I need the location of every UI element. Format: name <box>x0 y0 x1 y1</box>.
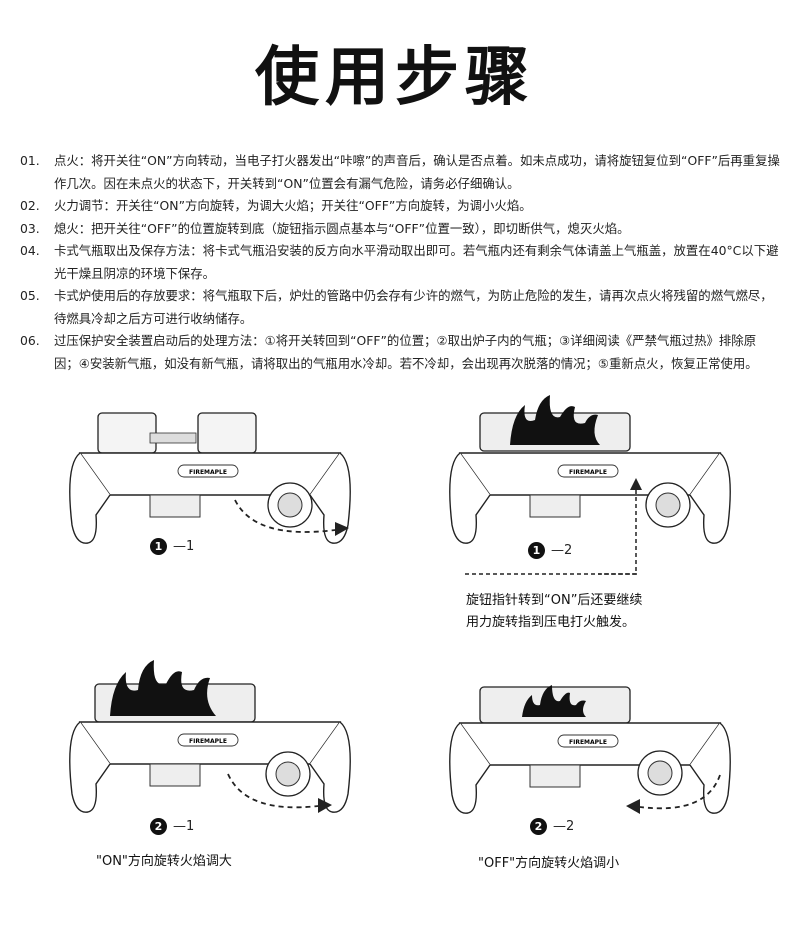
stove-figure-1-2: FIREMAPLE <box>440 395 740 565</box>
step-number: 04. <box>20 243 40 258</box>
figure-label-1-2: 1 —2 <box>528 542 572 559</box>
rotate-arrow-icon <box>227 773 332 813</box>
stove-figure-2-2: FIREMAPLE <box>440 665 740 825</box>
ignition-note-line: 用力旋转指到压电打火触发。 <box>466 615 636 630</box>
brand-logo: FIREMAPLE <box>189 469 227 476</box>
step-text: 过压保护安全装置启动后的处理方法：①将开关转回到“OFF”的位置；②取出炉子内的… <box>54 333 758 371</box>
step-1: 01. 点火：将开关往“ON”方向转动，当电子打火器发出“咔嚓”的声音后，确认是否… <box>20 150 780 195</box>
brand-logo: FIREMAPLE <box>189 738 227 745</box>
caption-increase: "ON"方向旋转火焰调大 <box>96 854 232 869</box>
step-number: 03. <box>20 220 40 236</box>
rotate-arrow-icon <box>234 499 349 536</box>
brand-logo: FIREMAPLE <box>569 469 607 476</box>
stove-illustration: FIREMAPLE <box>449 685 731 814</box>
ignition-note: 旋钮指针转到“ON”后还要继续 用力旋转指到压电打火触发。 <box>466 590 642 634</box>
flame-icon <box>522 685 586 717</box>
step-text: 点火：将开关往“ON”方向转动，当电子打火器发出“咔嚓”的声音后，确认是否点着。… <box>54 153 780 191</box>
caption-decrease: "OFF"方向旋转火焰调小 <box>478 856 620 871</box>
step-text: 卡式炉使用后的存放要求：将气瓶取下后，炉灶的管路中仍会存有少许的燃气，为防止危险… <box>54 288 773 326</box>
figure-suffix: —2 <box>553 819 575 834</box>
pointer-line <box>465 573 637 575</box>
brand-logo: FIREMAPLE <box>569 739 607 746</box>
stove-illustration: FIREMAPLE <box>449 395 731 544</box>
flame-icon <box>510 395 600 445</box>
step-badge: 1 <box>528 542 545 559</box>
step-number: 05. <box>20 288 40 303</box>
rotate-arrow-icon <box>626 774 721 814</box>
instruction-list: 01. 点火：将开关往“ON”方向转动，当电子打火器发出“咔嚓”的声音后，确认是否… <box>20 150 780 375</box>
step-badge: 2 <box>530 818 547 835</box>
step-text: 卡式气瓶取出及保存方法：将卡式气瓶沿安装的反方向水平滑动取出即可。若气瓶内还有剩… <box>54 243 779 281</box>
ignition-note-line: 旋钮指针转到“ON”后还要继续 <box>466 593 643 608</box>
figure-label-1-1: 1 —1 <box>150 538 194 555</box>
stove-illustration: FIREMAPLE <box>69 660 351 813</box>
step-badge: 2 <box>150 818 167 835</box>
step-5: 05. 卡式炉使用后的存放要求：将气瓶取下后，炉灶的管路中仍会存有少许的燃气，为防… <box>20 285 780 330</box>
step-number: 01. <box>20 153 40 168</box>
step-text: 火力调节：开关往“ON”方向旋转，为调大火焰；开关往“OFF”方向旋转，为调小火… <box>54 198 532 213</box>
step-text: 熄火：把开关往“OFF”的位置旋转到底（旋钮指示圆点基本与“OFF”位置一致），… <box>54 220 630 236</box>
figure-label-2-2: 2 —2 <box>530 818 574 835</box>
figure-suffix: —1 <box>173 539 195 554</box>
figure-label-2-1: 2 —1 <box>150 818 194 835</box>
flame-icon <box>110 660 216 716</box>
step-6: 06. 过压保护安全装置启动后的处理方法：①将开关转回到“OFF”的位置；②取出炉… <box>20 330 780 375</box>
step-4: 04. 卡式气瓶取出及保存方法：将卡式气瓶沿安装的反方向水平滑动取出即可。若气瓶内… <box>20 240 780 285</box>
step-number: 06. <box>20 333 40 348</box>
page-title: 使用步骤 <box>255 41 535 115</box>
step-badge: 1 <box>150 538 167 555</box>
figure-suffix: —1 <box>173 819 195 834</box>
step-number: 02. <box>20 198 40 213</box>
stove-illustration: FIREMAPLE <box>69 412 351 544</box>
stove-figure-1-1: FIREMAPLE <box>60 405 360 565</box>
step-2: 02. 火力调节：开关往“ON”方向旋转，为调大火焰；开关往“OFF”方向旋转，为… <box>20 195 780 218</box>
step-3: 03. 熄火：把开关往“OFF”的位置旋转到底（旋钮指示圆点基本与“OFF”位置一… <box>20 218 780 241</box>
stove-figure-2-1: FIREMAPLE <box>60 660 360 820</box>
figure-suffix: —2 <box>551 543 573 558</box>
